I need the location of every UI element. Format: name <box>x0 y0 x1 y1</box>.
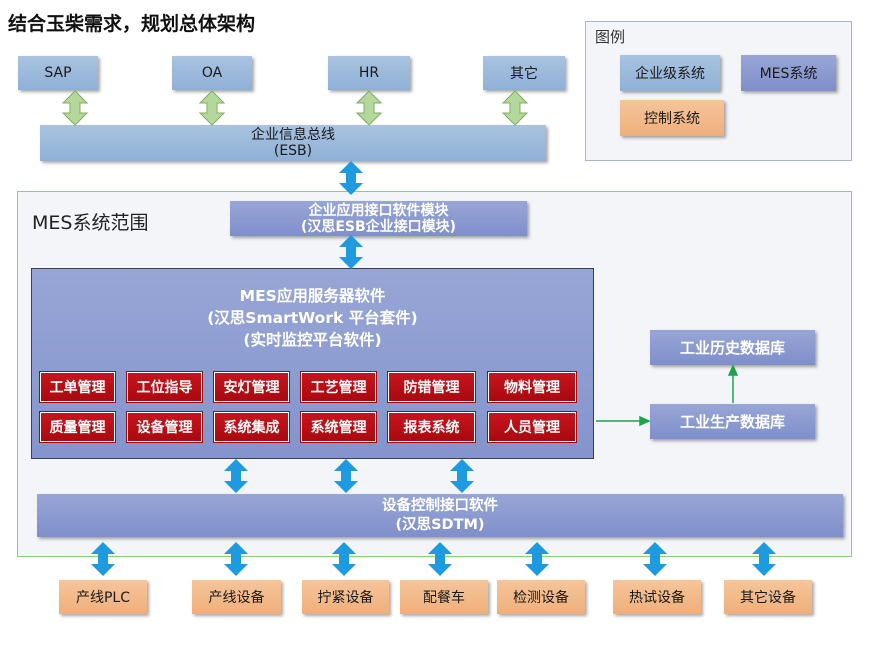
device-tightening: 拧紧设备 <box>302 580 389 614</box>
page-title: 结合玉柴需求，规划总体架构 <box>8 13 256 35</box>
module-process: 工艺管理 <box>300 371 377 403</box>
app-server-line3: (实时监控平台软件) <box>243 331 382 349</box>
app-server-title: MES应用服务器软件 (汉思SmartWork 平台套件) (实时监控平台软件) <box>32 285 593 351</box>
interface-module-subtitle: (汉思ESB企业接口模块) <box>300 218 457 235</box>
module-integration: 系统集成 <box>213 411 290 443</box>
server-device-arrow-2 <box>334 459 358 493</box>
production-database: 工业生产数据库 <box>650 404 815 439</box>
esb-bus: 企业信息总线 (ESB) <box>40 125 546 161</box>
legend-control: 控制系统 <box>620 100 724 136</box>
server-device-arrow-3 <box>450 459 474 493</box>
legend-label: 图例 <box>595 28 626 46</box>
module-station-guide: 工位指导 <box>126 371 203 403</box>
device-other: 其它设备 <box>724 580 812 614</box>
esb-interface-arrow <box>339 161 363 195</box>
device-arrow-plc <box>91 542 115 576</box>
mes-scope-label: MES系统范围 <box>32 212 149 234</box>
device-line-equipment: 产线设备 <box>192 580 281 614</box>
device-kitting-cart: 配餐车 <box>400 580 488 614</box>
db-to-history-arrowhead <box>727 364 739 376</box>
legend-enterprise: 企业级系统 <box>620 55 720 91</box>
device-arrow-tightening <box>332 542 356 576</box>
app-server-line1: MES应用服务器软件 <box>239 287 386 305</box>
device-arrow-inspection <box>525 542 549 576</box>
history-database: 工业历史数据库 <box>650 330 815 365</box>
esb-title: 企业信息总线 <box>251 127 335 143</box>
module-quality: 质量管理 <box>39 411 116 443</box>
enterprise-oa: OA <box>172 56 252 90</box>
device-line-plc: 产线PLC <box>59 580 147 614</box>
module-reporting: 报表系统 <box>387 411 476 443</box>
server-to-db-arrowhead <box>639 415 651 427</box>
hr-esb-arrow <box>356 90 382 126</box>
app-server-line2: (汉思SmartWork 平台套件) <box>207 309 418 327</box>
device-interface: 设备控制接口软件 (汉思SDTM) <box>37 494 843 537</box>
enterprise-sap: SAP <box>18 56 98 90</box>
esb-subtitle: (ESB) <box>273 143 313 159</box>
interface-module-title: 企业应用接口软件模块 <box>308 202 449 219</box>
server-device-arrow-1 <box>224 459 248 493</box>
sap-esb-arrow <box>62 90 88 126</box>
device-arrow-cart <box>428 542 452 576</box>
enterprise-hr: HR <box>328 56 410 90</box>
module-andon: 安灯管理 <box>213 371 290 403</box>
oa-esb-arrow <box>199 90 225 126</box>
device-arrow-other <box>752 542 776 576</box>
other-esb-arrow <box>502 90 528 126</box>
device-arrow-line <box>224 542 248 576</box>
module-system-admin: 系统管理 <box>300 411 377 443</box>
interface-module: 企业应用接口软件模块 (汉思ESB企业接口模块) <box>230 201 527 236</box>
device-interface-title: 设备控制接口软件 <box>382 497 498 514</box>
device-inspection: 检测设备 <box>497 580 585 614</box>
module-personnel: 人员管理 <box>487 411 577 443</box>
module-material: 物料管理 <box>487 371 577 403</box>
module-error-proofing: 防错管理 <box>387 371 476 403</box>
enterprise-other: 其它 <box>483 56 565 90</box>
device-arrow-hottest <box>643 542 667 576</box>
module-equipment: 设备管理 <box>126 411 203 443</box>
device-hot-test: 热试设备 <box>613 580 701 614</box>
device-interface-subtitle: (汉思SDTM) <box>395 516 485 533</box>
module-work-order: 工单管理 <box>39 371 116 403</box>
legend-panel: 图例 企业级系统 MES系统 控制系统 <box>585 21 852 161</box>
interface-server-arrow <box>339 235 363 269</box>
legend-mes: MES系统 <box>741 55 836 91</box>
